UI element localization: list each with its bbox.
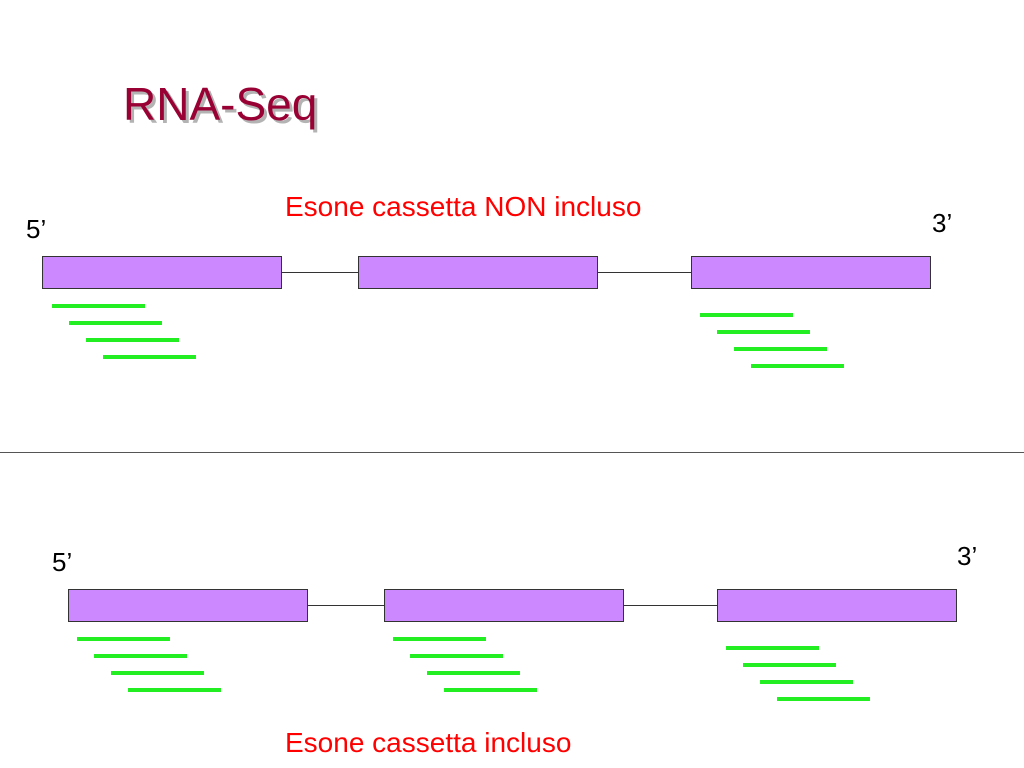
- intron-line: [598, 272, 691, 273]
- sequencing-read: [717, 330, 810, 334]
- sequencing-read: [760, 680, 853, 684]
- sequencing-read: [94, 654, 187, 658]
- sequencing-read: [700, 313, 793, 317]
- sequencing-read: [86, 338, 179, 342]
- three-prime-label: 3’: [932, 208, 953, 238]
- sequencing-read: [128, 688, 221, 692]
- sequencing-read: [734, 347, 827, 351]
- exon-2-cassette: [358, 256, 598, 289]
- sequencing-read: [751, 364, 844, 368]
- intron-line: [282, 272, 358, 273]
- sequencing-read: [726, 646, 819, 650]
- exon-3: [691, 256, 931, 289]
- sequencing-read: [111, 671, 204, 675]
- sequencing-read: [743, 663, 836, 667]
- sequencing-read: [52, 304, 145, 308]
- exon-2-cassette: [384, 589, 624, 622]
- sequencing-read: [427, 671, 520, 675]
- panel-caption: Esone cassetta incluso: [285, 727, 572, 758]
- sequencing-read: [444, 688, 537, 692]
- sequencing-read: [410, 654, 503, 658]
- intron-line: [308, 605, 384, 606]
- exon-1: [42, 256, 282, 289]
- sequencing-read: [103, 355, 196, 359]
- sequencing-read: [777, 697, 870, 701]
- panel-caption: Esone cassetta NON incluso: [285, 191, 642, 222]
- sequencing-read: [69, 321, 162, 325]
- slide-title: RNA-Seq: [123, 78, 318, 130]
- five-prime-label: 5’: [26, 214, 47, 244]
- sequencing-read: [393, 637, 486, 641]
- five-prime-label: 5’: [52, 547, 73, 577]
- exon-3: [717, 589, 957, 622]
- panel-divider: [0, 452, 1024, 453]
- exon-1: [68, 589, 308, 622]
- sequencing-read: [77, 637, 170, 641]
- three-prime-label: 3’: [957, 541, 978, 571]
- intron-line: [624, 605, 717, 606]
